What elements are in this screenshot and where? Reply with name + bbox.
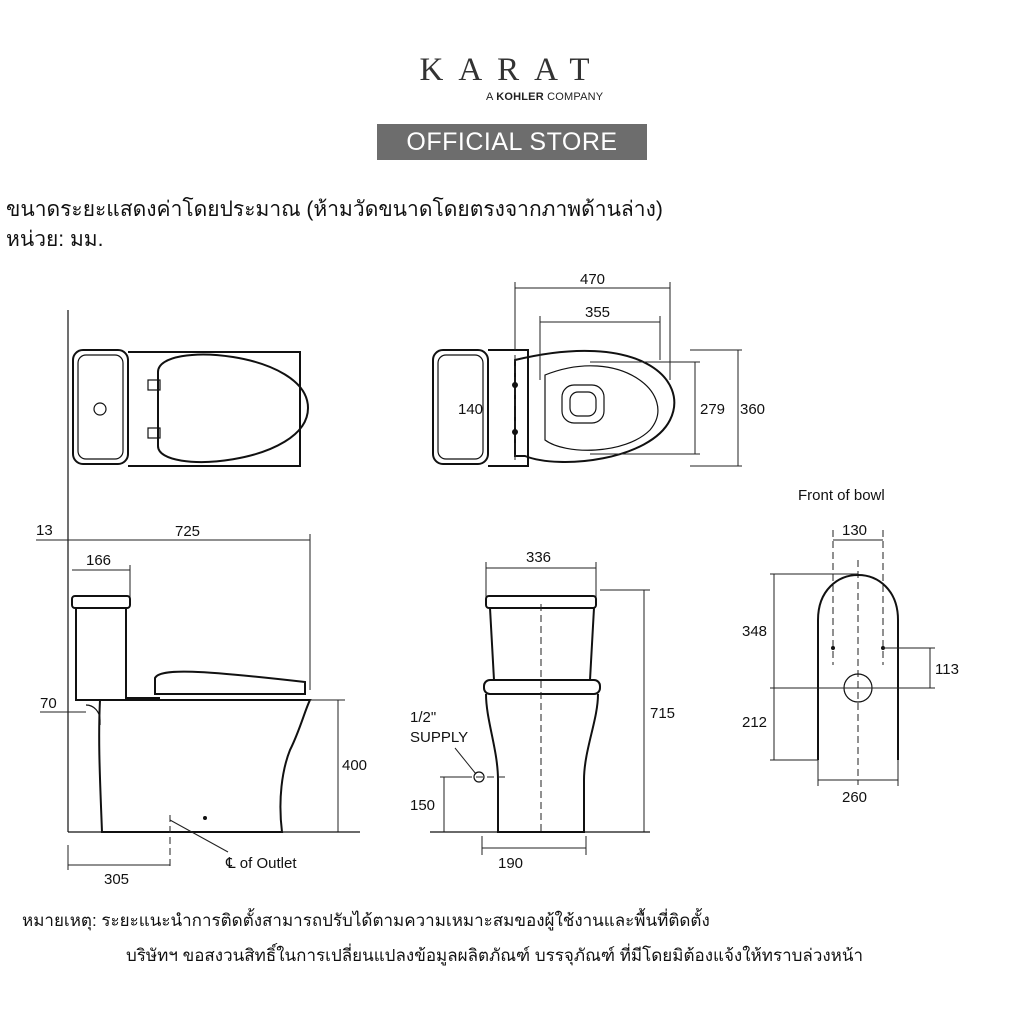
dim-113: 113: [935, 661, 959, 678]
dim-260: 260: [842, 789, 867, 806]
brand-sub-prefix: A: [486, 91, 493, 103]
dim-13: 13: [36, 522, 53, 539]
note-line-1: หมายเหตุ: ระยะแนะนำการติดตั้งสามารถปรับไ…: [22, 911, 710, 930]
dim-715: 715: [650, 705, 675, 722]
dim-150: 150: [410, 797, 435, 814]
front-view: 336 715 1/2" SUPPLY 150 190: [410, 549, 675, 872]
outlet-label: ℄ of Outlet: [225, 855, 297, 872]
dim-725: 725: [175, 523, 200, 540]
top-view-left: [67, 310, 310, 832]
dim-70: 70: [40, 695, 57, 712]
description: ขนาดระยะแสดงค่าโดยประมาณ (ห้ามวัดขนาดโดย…: [6, 195, 663, 255]
dim-130: 130: [842, 522, 867, 539]
side-view: 13 725 166 70 400 305 ℄ of Outlet: [36, 522, 367, 888]
description-line-2: หน่วย: มม.: [6, 228, 104, 251]
brand-sub-suffix: COMPANY: [547, 91, 604, 103]
brand-subtitle: A KOHLER COMPANY: [486, 91, 603, 103]
dim-279: 279: [700, 401, 725, 418]
dim-360: 360: [740, 401, 765, 418]
note-line-2: บริษัทฯ ขอสงวนสิทธิ์ในการเปลี่ยนแปลงข้อม…: [126, 946, 864, 965]
supply-label: SUPPLY: [410, 729, 468, 746]
dim-355: 355: [585, 304, 610, 321]
top-view-right: 470 355 140 279 360: [432, 271, 765, 467]
dim-166: 166: [86, 552, 111, 569]
front-of-bowl-view: Front of bowl 130 348 212 113 260: [742, 487, 959, 806]
dim-400: 400: [342, 757, 367, 774]
description-line-1: ขนาดระยะแสดงค่าโดยประมาณ (ห้ามวัดขนาดโดย…: [6, 198, 663, 221]
dim-336: 336: [526, 549, 551, 566]
dim-140: 140: [458, 401, 483, 418]
brand-logo: KARAT: [419, 52, 605, 88]
dim-348: 348: [742, 623, 767, 640]
supply-size: 1/2": [410, 709, 436, 726]
dim-305: 305: [104, 871, 129, 888]
dim-212: 212: [742, 714, 767, 731]
dim-190: 190: [498, 855, 523, 872]
official-store-banner: OFFICIAL STORE: [377, 124, 647, 160]
bowl-title: Front of bowl: [798, 487, 885, 504]
dim-470: 470: [580, 271, 605, 288]
brand-sub-bold: KOHLER: [496, 91, 544, 103]
